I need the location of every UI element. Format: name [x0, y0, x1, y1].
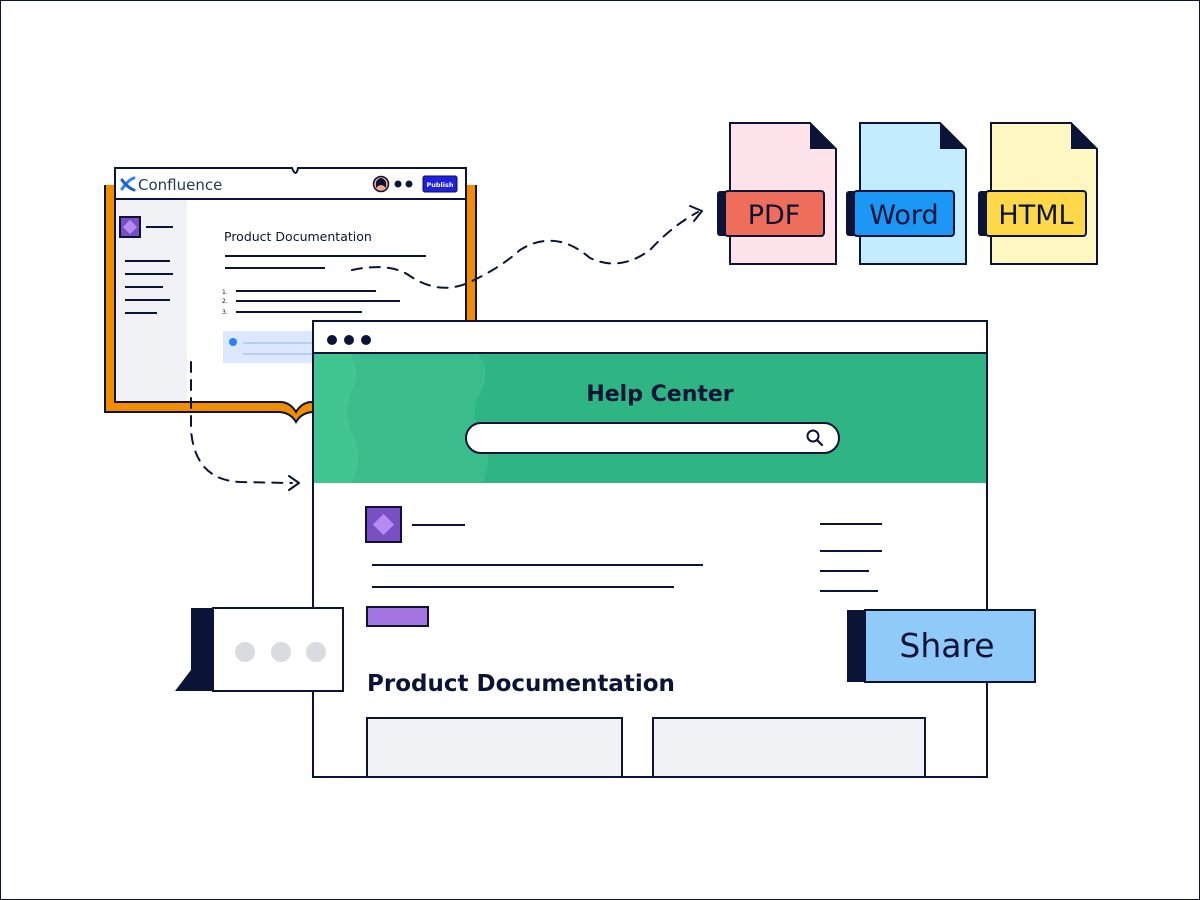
- connector-to-help-center: [190, 361, 300, 491]
- article-space-icon: [365, 506, 402, 543]
- word-label: Word: [869, 200, 938, 231]
- share-button[interactable]: Share: [847, 609, 1036, 683]
- confluence-page-title: Product Documentation: [224, 229, 372, 244]
- tag-badge[interactable]: [366, 606, 429, 627]
- info-panel: [223, 331, 315, 363]
- pdf-label: PDF: [748, 200, 801, 231]
- help-center-window: Help Center Product Documentation: [312, 320, 988, 778]
- article-card[interactable]: [652, 717, 926, 778]
- word-file-icon[interactable]: Word: [846, 122, 967, 265]
- help-center-title: Help Center: [586, 382, 733, 407]
- svg-text:2.: 2.: [222, 298, 228, 305]
- window-controls-icon: [327, 335, 371, 345]
- svg-text:Publish: Publish: [427, 181, 454, 189]
- svg-text:1.: 1.: [222, 289, 228, 296]
- table-of-contents-lines: [820, 523, 882, 592]
- space-icon: [119, 216, 141, 238]
- banner-wave: [347, 354, 488, 483]
- numbered-list: 1. 2. 3.: [222, 289, 400, 316]
- search-icon[interactable]: [806, 429, 824, 447]
- banner-wave: [314, 354, 359, 483]
- share-label: Share: [899, 626, 994, 665]
- article-card[interactable]: [366, 717, 623, 778]
- more-options-icon[interactable]: [394, 180, 413, 188]
- typing-dots-icon: [235, 642, 326, 662]
- user-avatar[interactable]: [372, 175, 390, 193]
- confluence-logo-icon: [120, 176, 136, 192]
- sidebar-nav-lines: [125, 260, 173, 314]
- comment-bubble[interactable]: [175, 607, 344, 692]
- publish-button[interactable]: Publish: [422, 175, 458, 193]
- section-title: Product Documentation: [367, 671, 675, 697]
- connector-to-exports: [351, 205, 703, 289]
- html-file-icon[interactable]: HTML: [978, 122, 1098, 265]
- svg-text:3.: 3.: [222, 309, 228, 316]
- html-label: HTML: [998, 200, 1073, 231]
- pdf-file-icon[interactable]: PDF: [717, 122, 837, 265]
- help-center-search-input[interactable]: [465, 422, 840, 454]
- confluence-brand: Confluence: [138, 176, 222, 194]
